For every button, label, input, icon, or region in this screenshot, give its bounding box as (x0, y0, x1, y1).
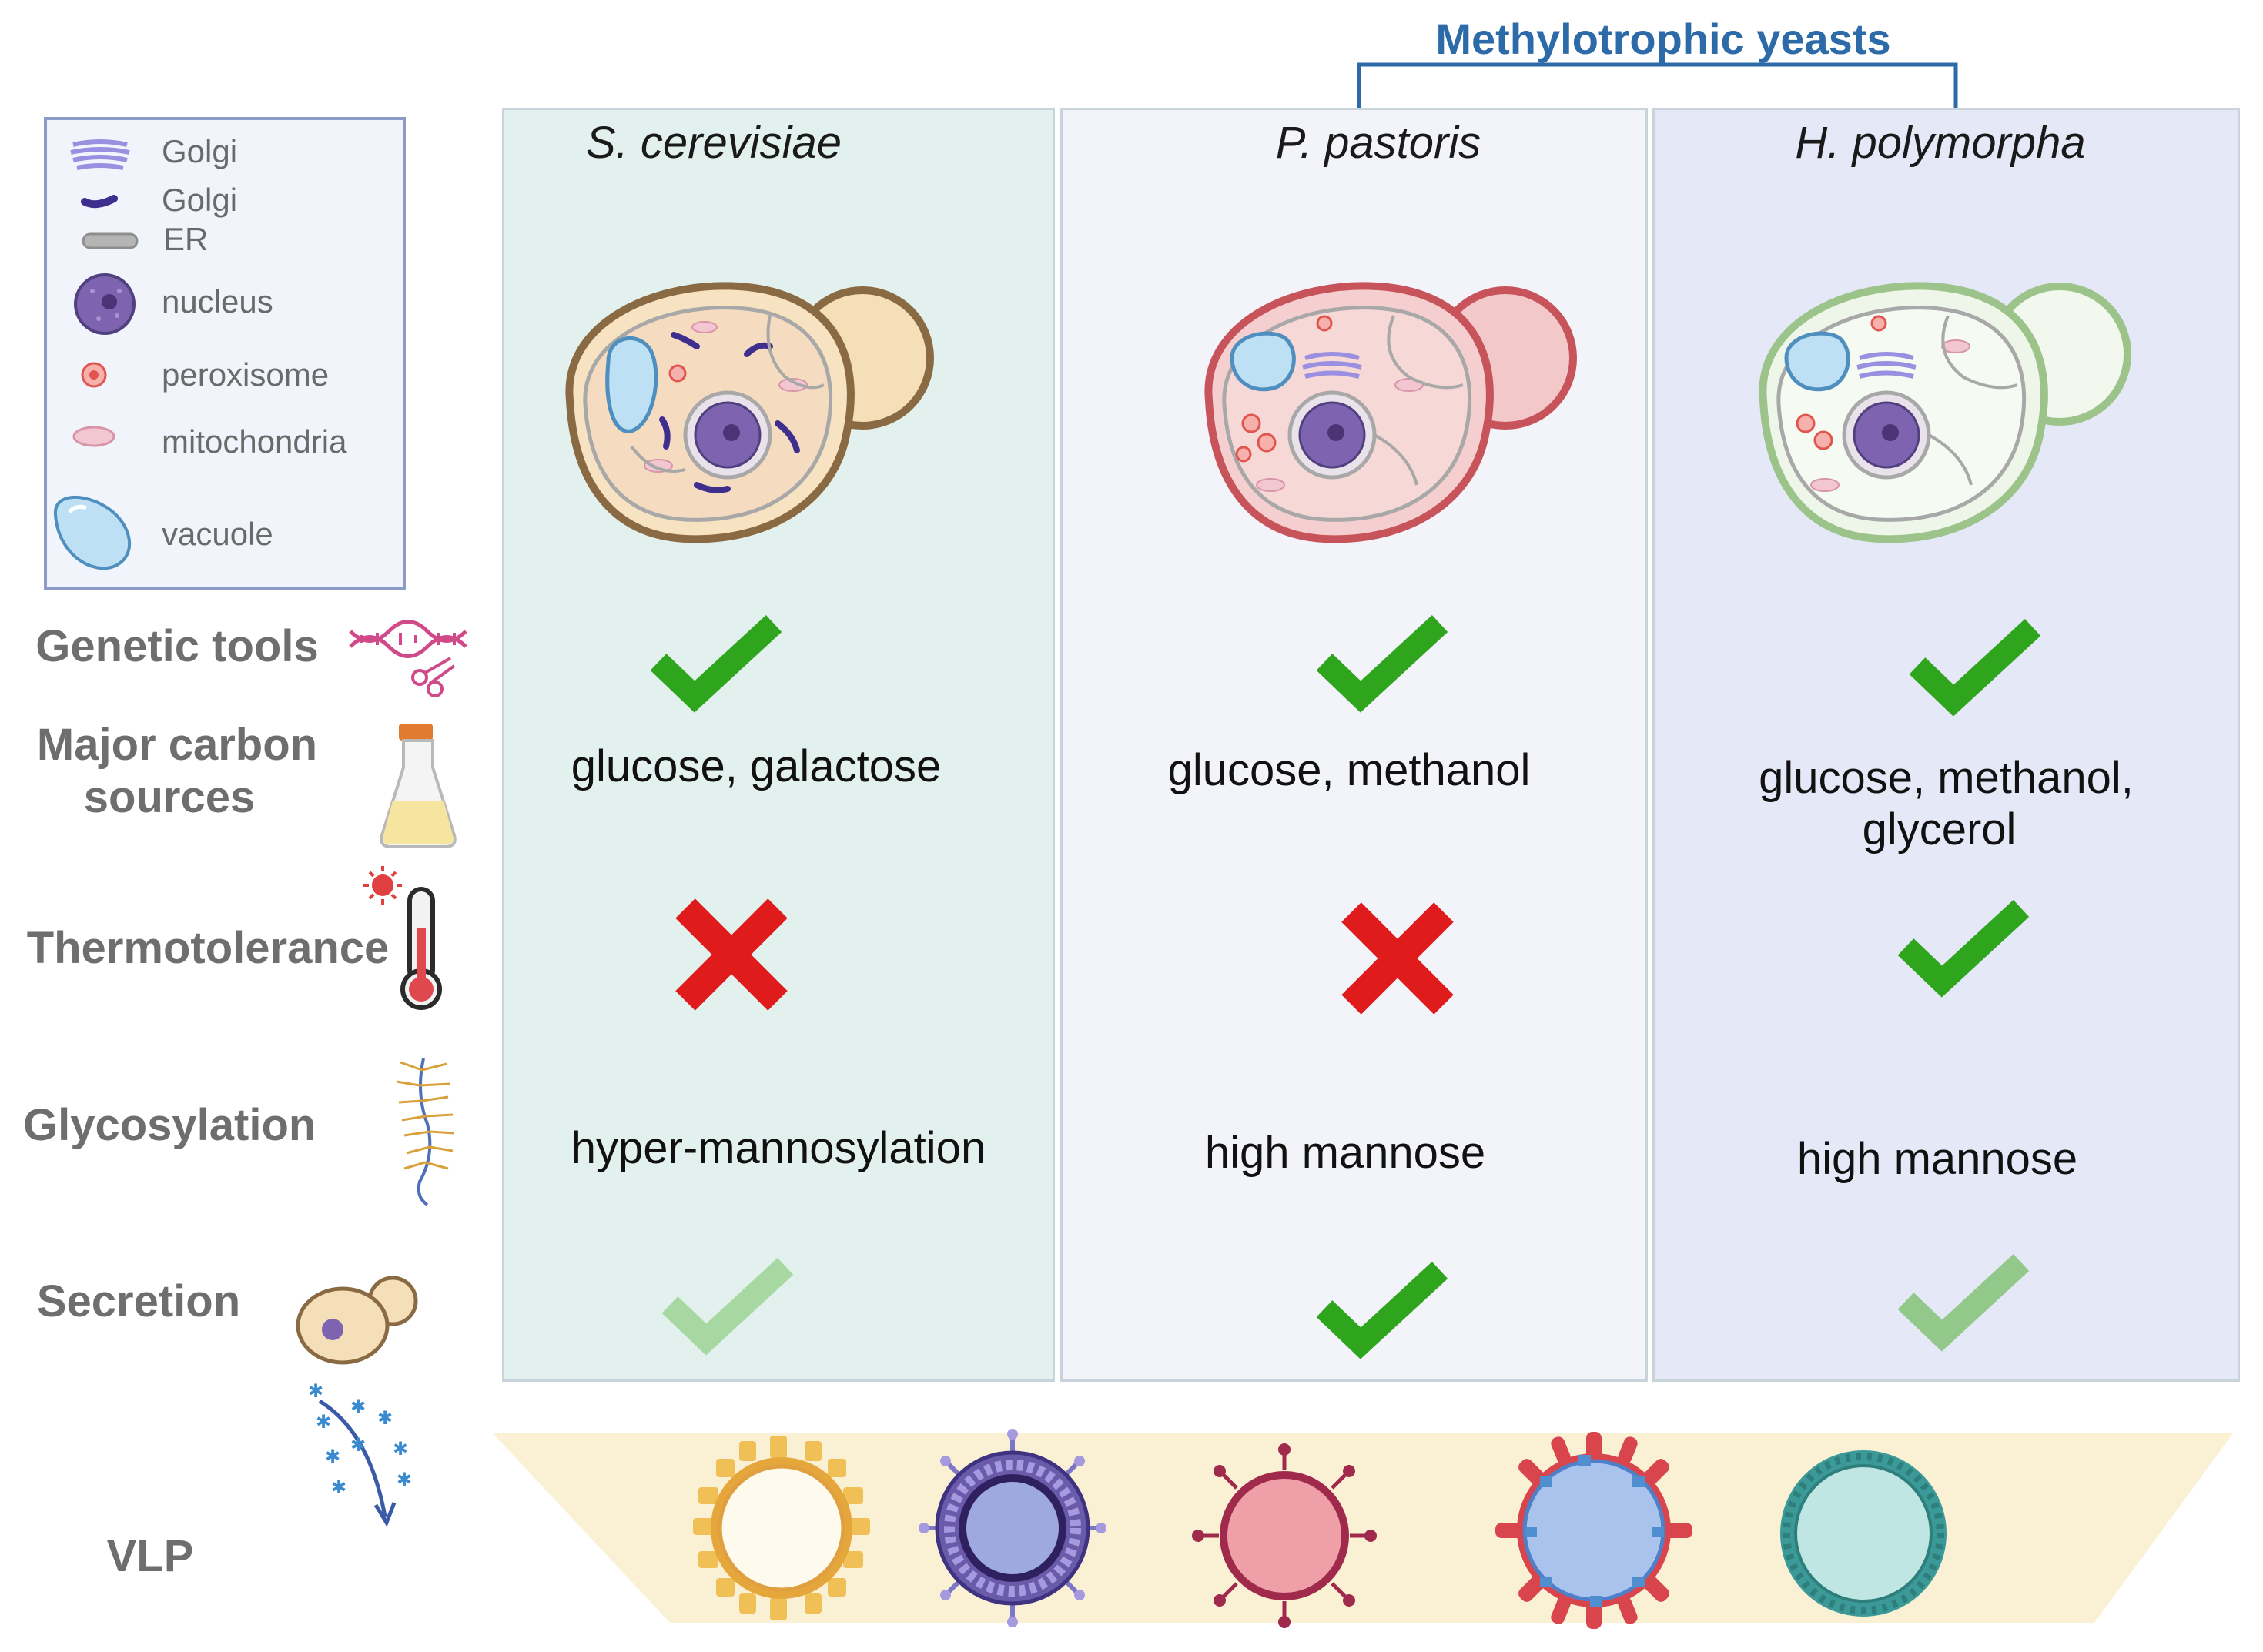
mark-thermotolerance-s-cerevisiae (675, 898, 788, 1011)
row-label-carbon-1: Major carbon (36, 720, 318, 770)
row-label-genetic-tools: Genetic tools (35, 621, 319, 671)
svg-text:✱: ✱ (350, 1434, 366, 1456)
legend-label-mitochondria: mitochondria (162, 423, 347, 460)
yeast-cell-s-cerevisiae (565, 282, 934, 543)
methylotrophic-yeasts-label: Methylotrophic yeasts (1435, 15, 1891, 63)
row-label-glycosylation: Glycosylation (23, 1100, 316, 1150)
mitochondria-icon (72, 426, 115, 447)
legend-label-golgi-2: Golgi (162, 182, 238, 218)
carbon-s-cerevisiae: glucose, galactose (571, 741, 942, 791)
svg-text:✱: ✱ (350, 1396, 366, 1417)
nucleus-icon (74, 273, 136, 335)
glycosylation-p-pastoris: high mannose (1204, 1128, 1486, 1178)
vacuole-icon (53, 495, 131, 570)
flask-icon (380, 724, 457, 848)
legend-label-nucleus: nucleus (162, 283, 273, 319)
er-icon (82, 232, 139, 249)
legend-icons (53, 139, 139, 570)
peroxisome-icon (81, 362, 107, 388)
row-label-secretion: Secretion (36, 1276, 241, 1326)
mark-thermotolerance-h-polymorpha (1897, 899, 2030, 998)
glycosylation-s-cerevisiae: hyper-mannosylation (571, 1123, 986, 1173)
vlp-particle-3 (1192, 1443, 1377, 1628)
species-h-polymorpha: H. polymorpha (1795, 118, 2086, 168)
mark-genetic-tools-p-pastoris (1316, 614, 1448, 713)
svg-text:✱: ✱ (325, 1446, 340, 1467)
glycan-icon (396, 1058, 455, 1206)
mark-genetic-tools-s-cerevisiae (650, 614, 782, 713)
vlp-particle-5 (1780, 1450, 1947, 1617)
carbon-h-polymorpha-line2: glycerol (1862, 804, 2017, 854)
vlp-particle-1 (693, 1436, 870, 1620)
carbon-h-polymorpha-line1: glucose, methanol, (1759, 753, 2134, 803)
golgi-fragment-icon (81, 195, 118, 209)
legend-label-peroxisome: peroxisome (162, 356, 330, 393)
glycosylation-h-polymorpha: high mannose (1796, 1134, 2078, 1184)
dna-scissors-icon (349, 620, 467, 697)
mark-thermotolerance-p-pastoris (1341, 902, 1454, 1015)
svg-text:✱: ✱ (316, 1411, 331, 1433)
vlp-particle-2 (919, 1429, 1106, 1627)
svg-text:✱: ✱ (308, 1380, 323, 1402)
yeast-cell-p-pastoris (1204, 282, 1577, 543)
thermometer-icon (363, 866, 442, 1010)
mark-secretion-p-pastoris (1316, 1261, 1448, 1359)
svg-text:✱: ✱ (393, 1438, 408, 1460)
row-label-carbon-2: sources (83, 772, 256, 822)
svg-text:✱: ✱ (397, 1469, 412, 1490)
svg-text:✱: ✱ (377, 1407, 393, 1429)
svg-text:✱: ✱ (331, 1476, 346, 1498)
vlp-particle-4 (1495, 1432, 1692, 1629)
secreting-yeast-icon: ✱✱✱ ✱✱✱ ✱✱✱ (296, 1276, 418, 1527)
species-p-pastoris: P. pastoris (1275, 118, 1481, 168)
legend-label-golgi: Golgi (162, 133, 238, 169)
legend-label-vacuole: vacuole (162, 516, 273, 552)
mark-genetic-tools-h-polymorpha (1909, 618, 2041, 717)
species-s-cerevisiae: S. cerevisiae (585, 118, 842, 168)
legend-label-er: ER (163, 221, 209, 257)
carbon-p-pastoris: glucose, methanol (1167, 745, 1531, 795)
yeast-cell-h-polymorpha (1759, 282, 2131, 543)
mark-secretion-s-cerevisiae (661, 1257, 794, 1356)
mark-secretion-h-polymorpha (1897, 1253, 2030, 1352)
golgi-stack-icon (70, 139, 130, 170)
row-label-vlp: VLP (106, 1531, 194, 1581)
row-label-thermotolerance: Thermotolerance (26, 923, 390, 973)
